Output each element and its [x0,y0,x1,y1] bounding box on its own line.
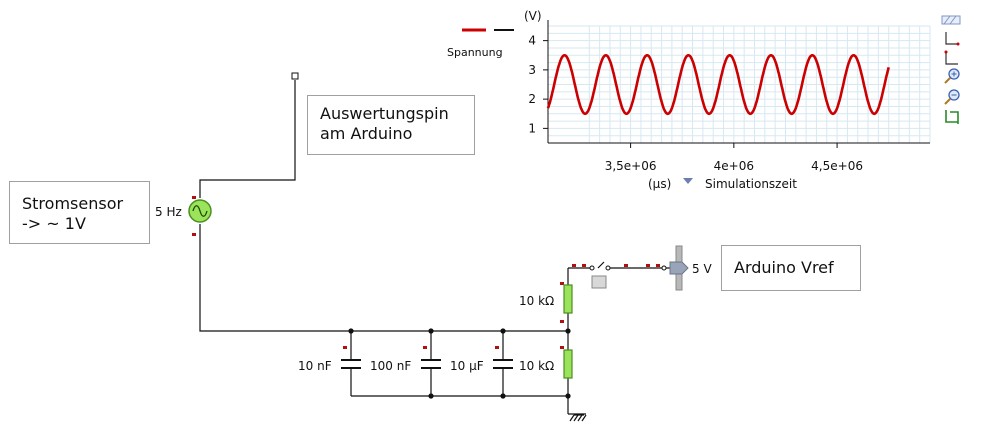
cursor-b-icon[interactable] [944,50,959,65]
plot-area[interactable]: 1 2 3 4 3,5e+06 4e+06 4,5e+06 [528,20,931,173]
grid-toggle-icon[interactable] [941,15,961,25]
source-frequency-label: 5 Hz [155,205,182,219]
capacitor-c1-label: 10 nF [298,359,332,373]
note-auswertungspin-line2: am Arduino [320,124,413,143]
resistor-bottom-label: 10 kΩ [519,359,554,373]
x-axis-unit: (µs) [648,177,671,191]
x-tick-label: 4,5e+06 [811,159,863,173]
y-axis-label: (V) [524,9,542,23]
circuit-wires [199,80,670,410]
y-tick-label: 2 [528,92,536,106]
x-tick-label: 3,5e+06 [605,159,657,173]
note-arduino-vref[interactable]: Arduino Vref [721,245,861,291]
switch[interactable] [589,265,611,289]
supply-voltage-label: 5 V [692,262,712,276]
resistor-top-label: 10 kΩ [519,294,554,308]
legend-label: Spannung [447,46,503,59]
pin-markers [192,196,660,349]
note-auswertungspin[interactable]: Auswertungspin am Arduino [307,95,475,155]
ac-source[interactable] [188,199,212,223]
supply-rail[interactable] [661,245,689,291]
capacitor-c3-label: 10 µF [450,359,484,373]
ground-symbol [567,410,587,422]
eval-pin-terminal[interactable] [291,72,299,80]
note-stromsensor[interactable]: Stromsensor -> ~ 1V [9,181,150,244]
note-arduino-vref-line1: Arduino Vref [734,258,834,277]
y-tick-label: 1 [528,121,536,135]
zoom-out-icon[interactable] [944,89,960,105]
y-tick-label: 4 [528,34,536,48]
x-tick-label: 4e+06 [714,159,754,173]
note-auswertungspin-line1: Auswertungspin [320,104,449,123]
y-tick-label: 3 [528,63,536,77]
resistor-top[interactable] [563,284,573,314]
capacitor-c1[interactable] [341,359,361,369]
plot-toolbar [941,15,961,124]
junction-dots [348,328,571,399]
capacitor-c2-label: 100 nF [370,359,411,373]
series-line-spannung [546,54,890,116]
unit-dropdown-icon[interactable] [683,178,693,184]
note-stromsensor-line2: -> ~ 1V [22,214,86,233]
crop-icon[interactable] [945,110,959,124]
resistor-bottom[interactable] [563,349,573,379]
legend: Spannung [447,28,514,59]
capacitor-c3[interactable] [493,359,513,369]
x-axis-label: Simulationszeit [705,177,797,191]
zoom-in-icon[interactable] [944,68,960,84]
capacitor-c2[interactable] [421,359,441,369]
note-stromsensor-line1: Stromsensor [22,194,124,213]
cursor-a-icon[interactable] [945,32,960,46]
